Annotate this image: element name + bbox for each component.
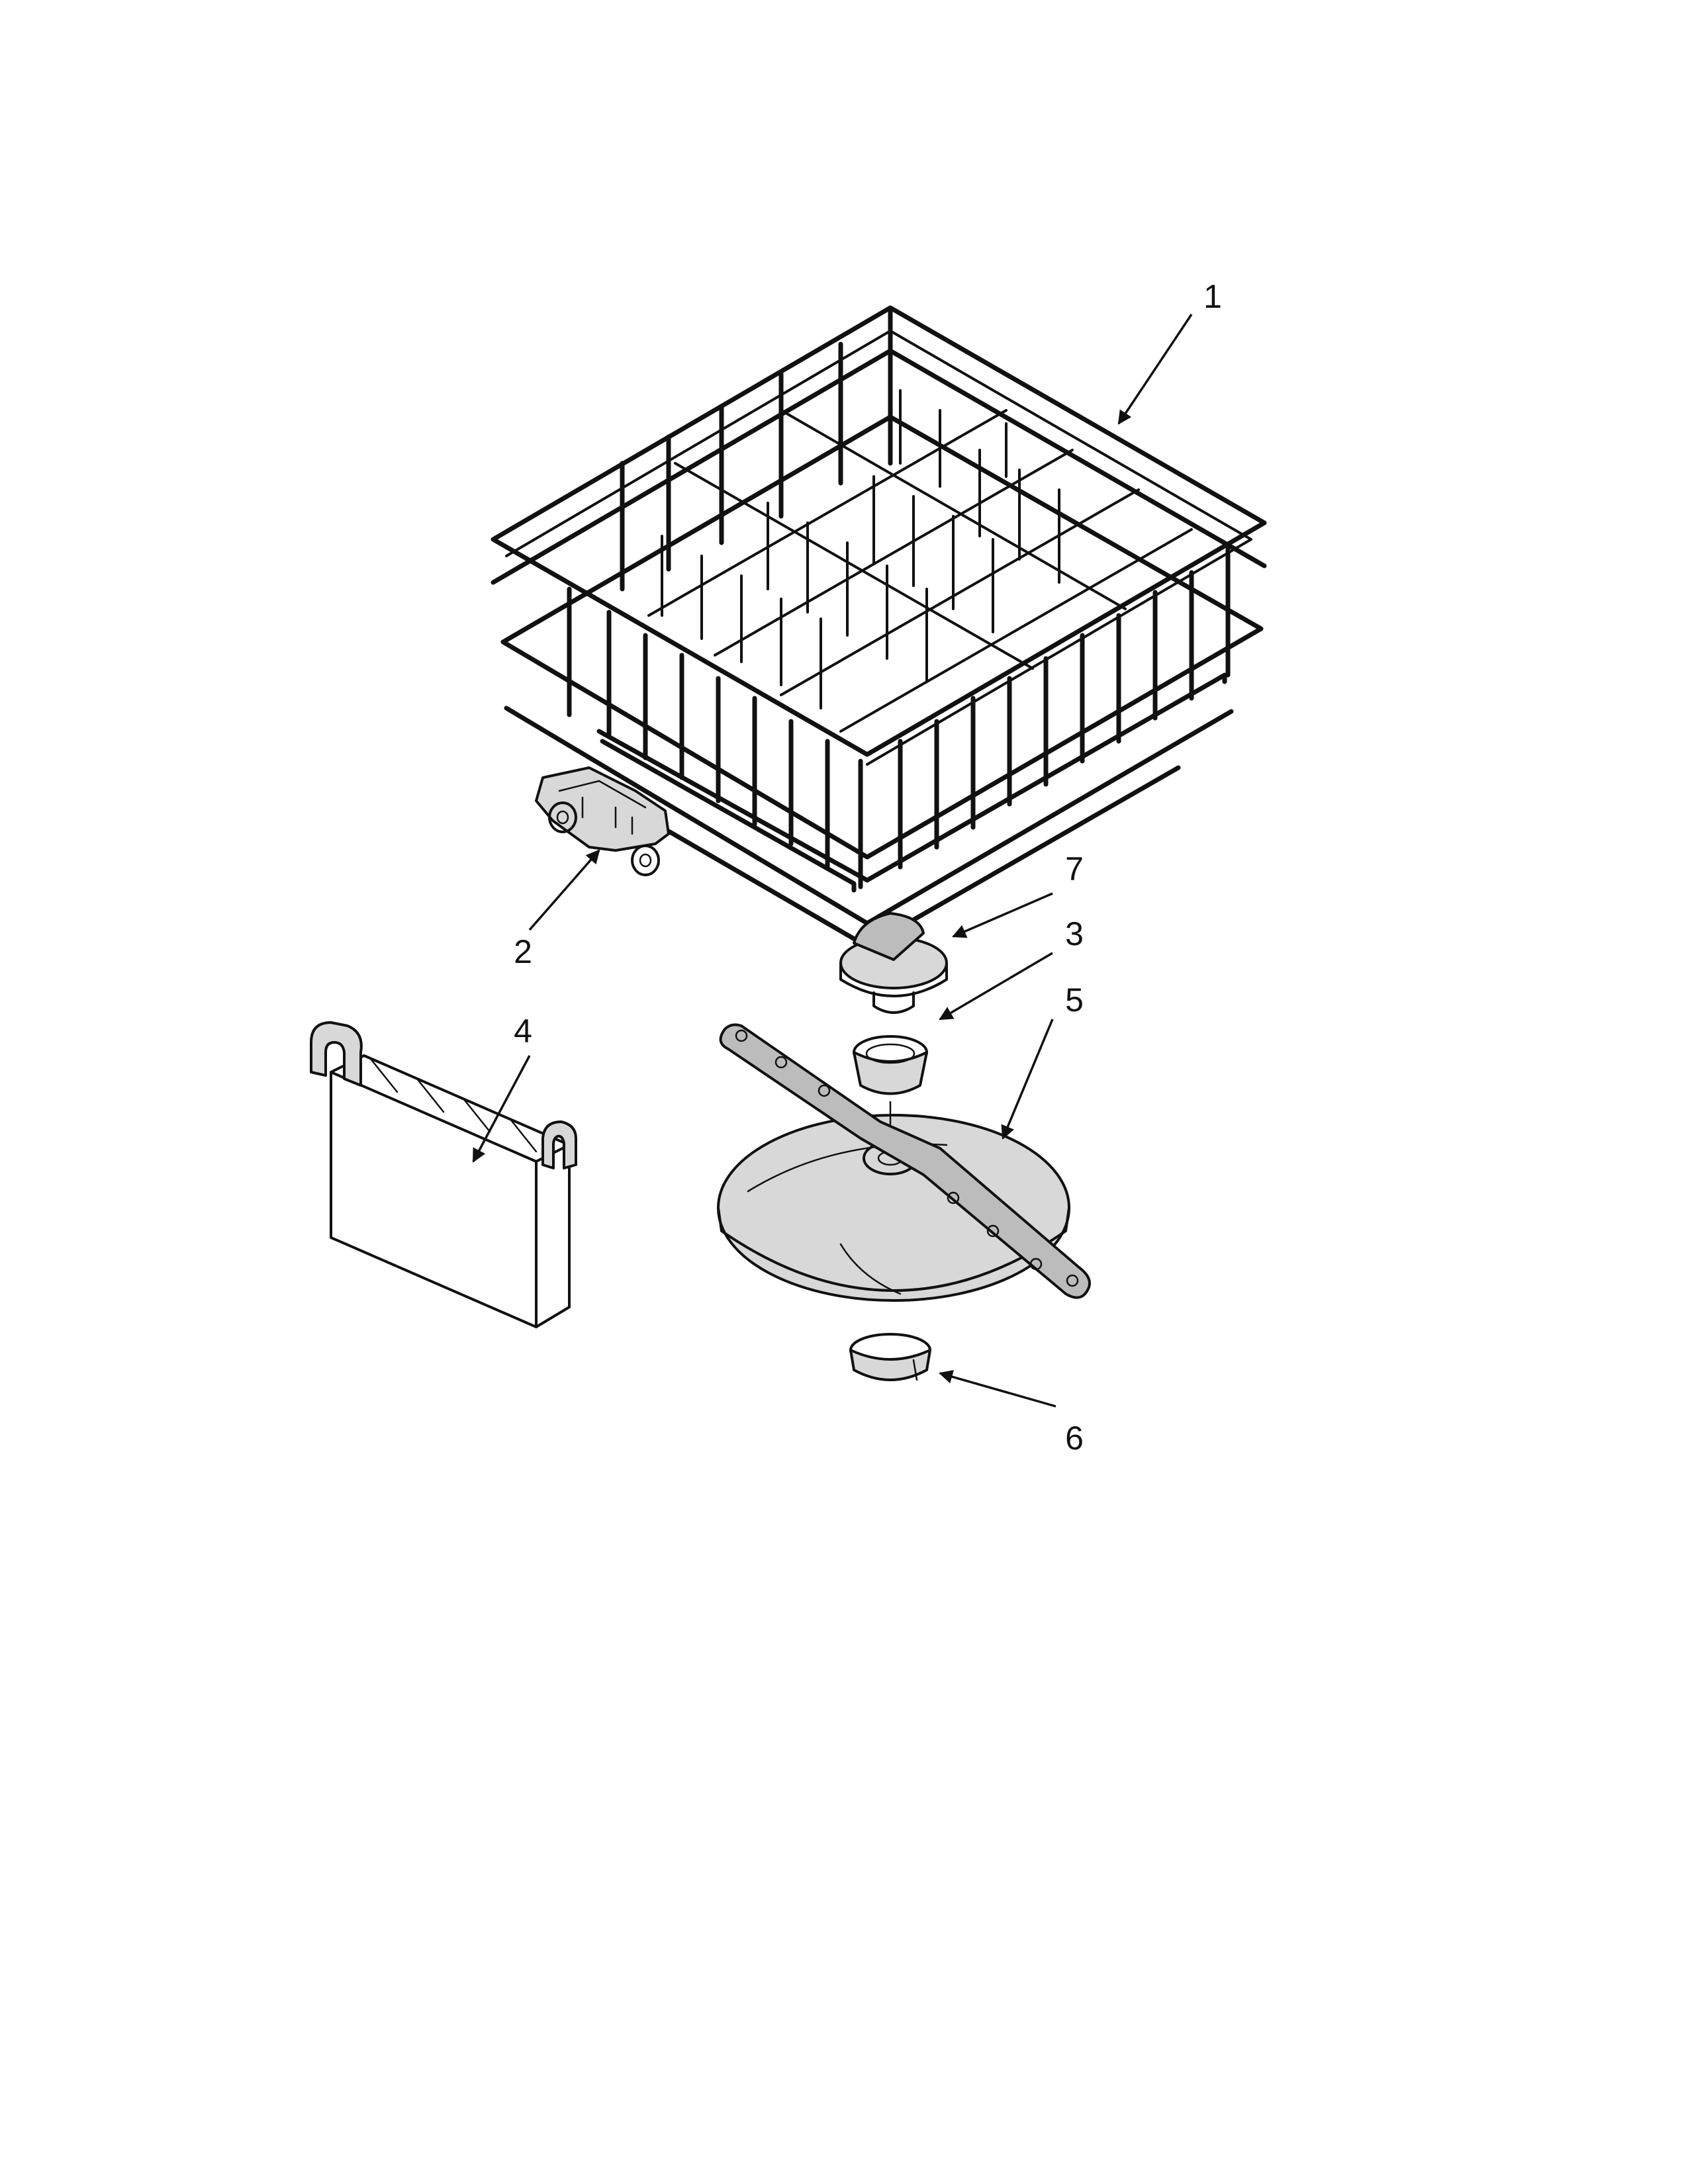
bearing-part bbox=[853, 1035, 928, 1095]
callout-5: 5 bbox=[1065, 981, 1084, 1019]
rack-wheel-part bbox=[535, 766, 670, 876]
silverware-basket-part bbox=[310, 1021, 577, 1328]
callout-2: 2 bbox=[514, 933, 532, 970]
callout-1: 1 bbox=[1203, 278, 1222, 315]
callout-7: 7 bbox=[1065, 850, 1084, 887]
callout-6: 6 bbox=[1065, 1420, 1084, 1457]
callout-3: 3 bbox=[1065, 915, 1084, 952]
spray-arm-cap-part bbox=[839, 912, 948, 1014]
leader-lines bbox=[472, 314, 1193, 1408]
callout-4: 4 bbox=[514, 1013, 532, 1050]
retaining-ring-part bbox=[849, 1333, 931, 1381]
spray-arm-part bbox=[717, 1023, 1091, 1302]
